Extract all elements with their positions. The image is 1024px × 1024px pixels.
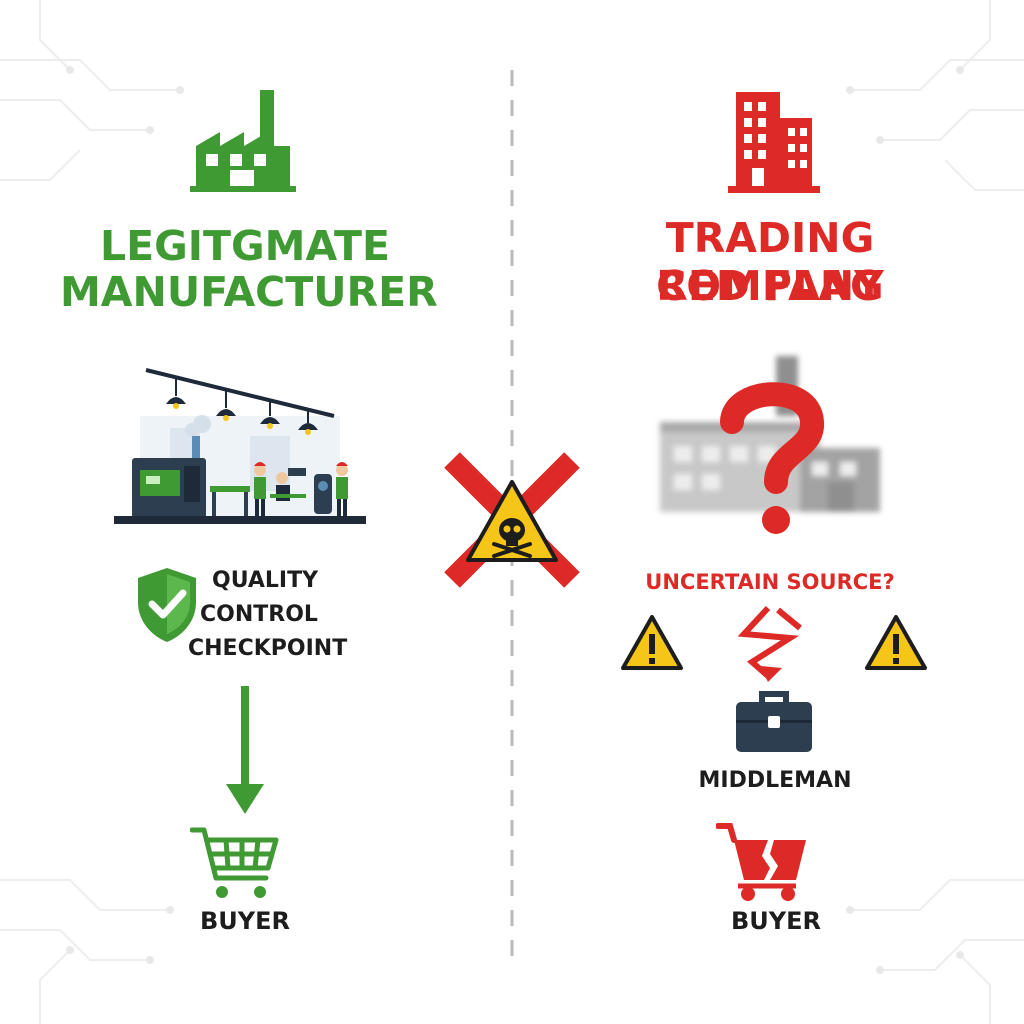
blurred-factory-question-mark [660,356,880,534]
middleman-label: MIDDLEMAN [698,768,852,793]
checkpoint-label-line-2: CONTROL [200,602,318,627]
arrow-down-icon [226,686,264,814]
checkpoint-label-line-3: CHECKPOINT [188,636,348,661]
office-building-icon [728,92,820,193]
briefcase-icon [736,691,812,752]
right-buyer-label: BUYER [730,907,822,935]
broken-cart-icon [716,823,806,901]
skull-warning-icon [466,480,558,562]
right-title-line-1: TRADING COMPANY [656,214,884,310]
shield-check-icon [138,568,196,642]
left-title-line-1: LEGITGMATE [100,222,390,270]
shopping-cart-icon [190,827,279,898]
factory-floor-illustration [114,368,366,524]
checkpoint-label-line-1: QUALITY [212,568,319,593]
left-title-line-2: MANUFACTURER [60,268,438,316]
right-title-line-2: RED FLAG [656,262,884,310]
broken-arrow-icon [738,605,802,682]
uncertain-source-label: UNCERTAIN SOURCE? [645,570,895,594]
left-buyer-label: BUYER [199,907,291,935]
warning-triangle-icon [865,615,927,670]
warning-triangle-icon [621,615,683,670]
factory-icon [190,90,296,192]
